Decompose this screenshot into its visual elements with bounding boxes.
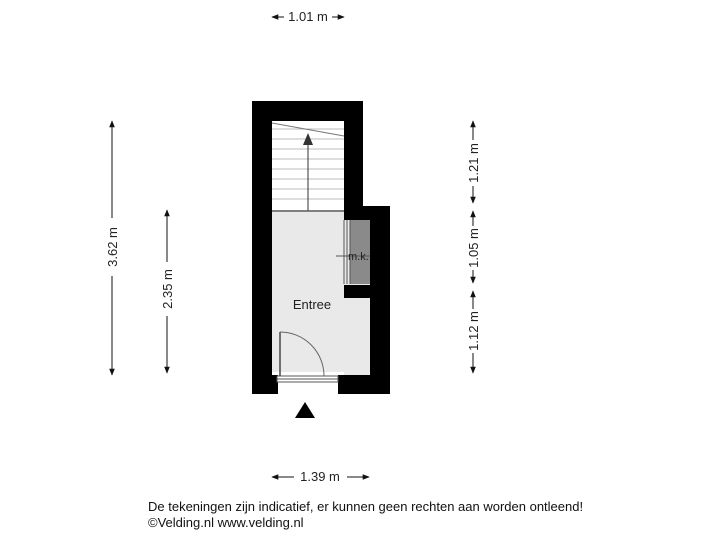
entrance-arrow-icon <box>295 402 315 418</box>
meter-cupboard <box>336 220 370 284</box>
dimension-lines <box>109 14 476 480</box>
dimension-top-width: 1.01 m <box>288 9 328 24</box>
copyright-text: ©Velding.nl www.velding.nl <box>148 515 304 530</box>
dimension-left-total: 3.62 m <box>105 227 120 267</box>
dimension-right-bottom: 1.12 m <box>466 311 481 351</box>
dimension-right-middle: 1.05 m <box>466 228 481 268</box>
dimension-right-top: 1.21 m <box>466 143 481 183</box>
dimension-left-partial: 2.35 m <box>160 269 175 309</box>
room-label-meter-cupboard: m.k. <box>348 251 369 263</box>
dimension-bottom-width: 1.39 m <box>300 469 340 484</box>
entrance-door <box>276 331 339 383</box>
room-label-entree: Entree <box>293 297 331 312</box>
stairs-up-arrow-icon <box>303 133 313 211</box>
disclaimer-text: De tekeningen zijn indicatief, er kunnen… <box>148 499 584 514</box>
exterior-walls <box>252 101 390 394</box>
